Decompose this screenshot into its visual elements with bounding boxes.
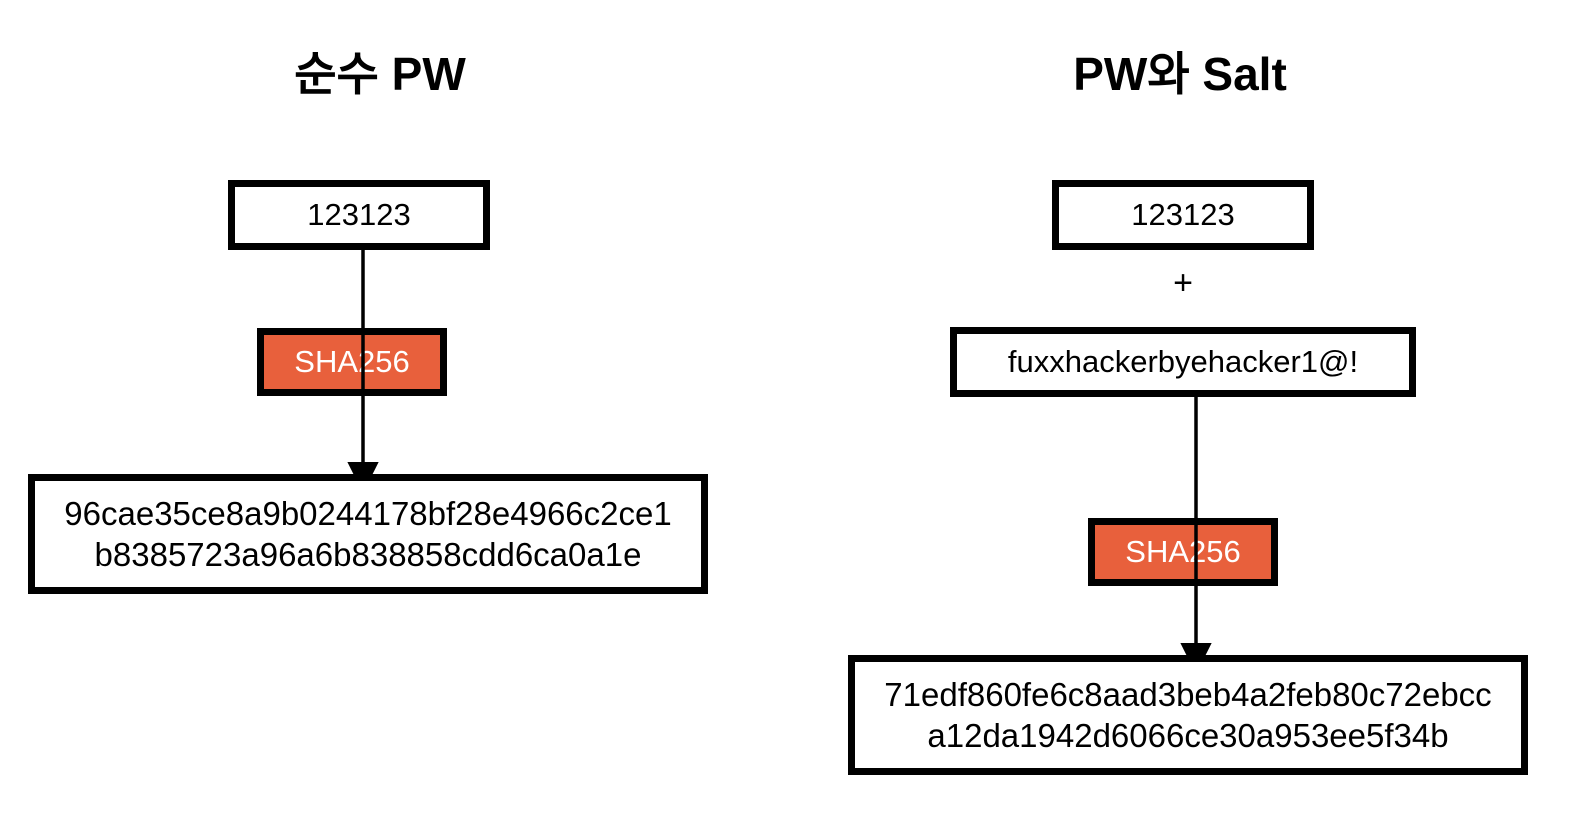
right-salt-value: fuxxhackerbyehacker1@!	[1007, 344, 1359, 380]
right-salt-box: fuxxhackerbyehacker1@!	[950, 327, 1416, 397]
right-sha256-box: SHA256	[1088, 518, 1278, 586]
column-title-plain-password: 순수 PW	[294, 48, 466, 100]
left-sha256-box: SHA256	[257, 328, 447, 396]
left-hash-output-value: 96cae35ce8a9b0244178bf28e4966c2ce1 b8385…	[64, 494, 672, 573]
right-hash-output-value: 71edf860fe6c8aad3beb4a2feb80c72ebcc a12d…	[884, 675, 1492, 754]
right-hash-output-box: 71edf860fe6c8aad3beb4a2feb80c72ebcc a12d…	[848, 655, 1528, 775]
left-sha256-label: SHA256	[294, 344, 410, 379]
right-password-box: 123123	[1052, 180, 1314, 250]
plus-sign: +	[1173, 264, 1193, 302]
left-password-value: 123123	[307, 197, 411, 233]
column-title-password-with-salt: PW와 Salt	[1073, 48, 1287, 100]
left-password-box: 123123	[228, 180, 490, 250]
right-password-value: 123123	[1131, 197, 1235, 233]
left-hash-output-box: 96cae35ce8a9b0244178bf28e4966c2ce1 b8385…	[28, 474, 708, 594]
right-sha256-label: SHA256	[1125, 534, 1241, 569]
